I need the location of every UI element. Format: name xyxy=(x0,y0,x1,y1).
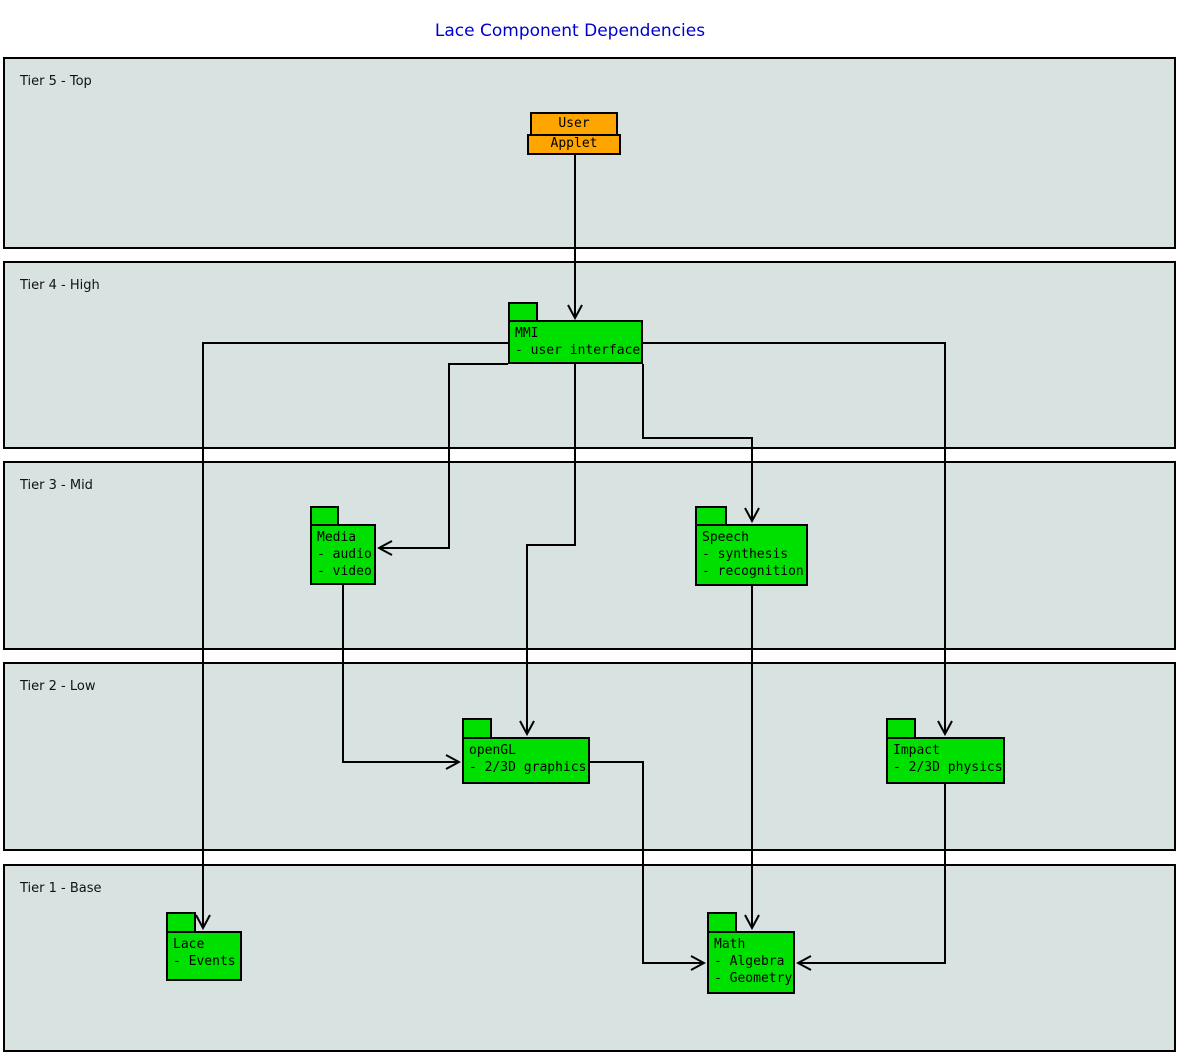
user-applet-base xyxy=(527,134,621,155)
tier-2-label: Tier 2 - Low xyxy=(20,679,96,694)
node-media: Media - audio - video xyxy=(310,506,376,585)
node-title: openGL xyxy=(469,743,516,758)
page-title: Lace Component Dependencies xyxy=(434,21,706,41)
tier-3-label: Tier 3 - Mid xyxy=(20,478,93,493)
node-title: MMI xyxy=(515,326,539,341)
node-line: - user interface xyxy=(515,343,641,358)
folder-tab-icon xyxy=(166,912,196,931)
node-lace: Lace - Events xyxy=(166,912,242,981)
node-impact: Impact - 2/3D physics xyxy=(886,718,1005,784)
node-speech: Speech - synthesis - recognition xyxy=(695,506,808,586)
node-title: Speech xyxy=(702,530,749,545)
tier-3-band: Tier 3 - Mid xyxy=(3,461,1176,650)
folder-tab-icon xyxy=(462,718,492,737)
folder-tab-icon xyxy=(508,302,538,320)
node-line: - recognition xyxy=(702,564,804,579)
user-applet-label: User Applet xyxy=(530,112,618,151)
node-line: - 2/3D graphics xyxy=(469,760,587,775)
node-title: Media xyxy=(317,530,357,545)
tier-4-label: Tier 4 - High xyxy=(20,278,100,293)
node-line: - video xyxy=(317,564,372,579)
node-line: - synthesis xyxy=(702,547,789,562)
node-line: - Geometry xyxy=(714,971,793,986)
node-user-applet: User Applet xyxy=(527,112,621,155)
node-title: Impact xyxy=(893,743,940,758)
node-opengl: openGL - 2/3D graphics xyxy=(462,718,590,784)
node-title: Lace xyxy=(173,937,205,952)
folder-tab-icon xyxy=(707,912,737,931)
tier-5-label: Tier 5 - Top xyxy=(20,74,92,89)
node-mmi: MMI - user interface xyxy=(508,302,643,364)
folder-tab-icon xyxy=(886,718,916,737)
folder-tab-icon xyxy=(695,506,727,524)
folder-tab-icon xyxy=(310,506,339,524)
node-line: - 2/3D physics xyxy=(893,760,1003,775)
node-math: Math - Algebra - Geometry xyxy=(707,912,795,994)
tier-1-label: Tier 1 - Base xyxy=(20,881,102,896)
node-line: - Algebra xyxy=(714,954,785,969)
node-line: - audio xyxy=(317,547,372,562)
node-title: Math xyxy=(714,937,746,952)
node-line: - Events xyxy=(173,954,236,969)
